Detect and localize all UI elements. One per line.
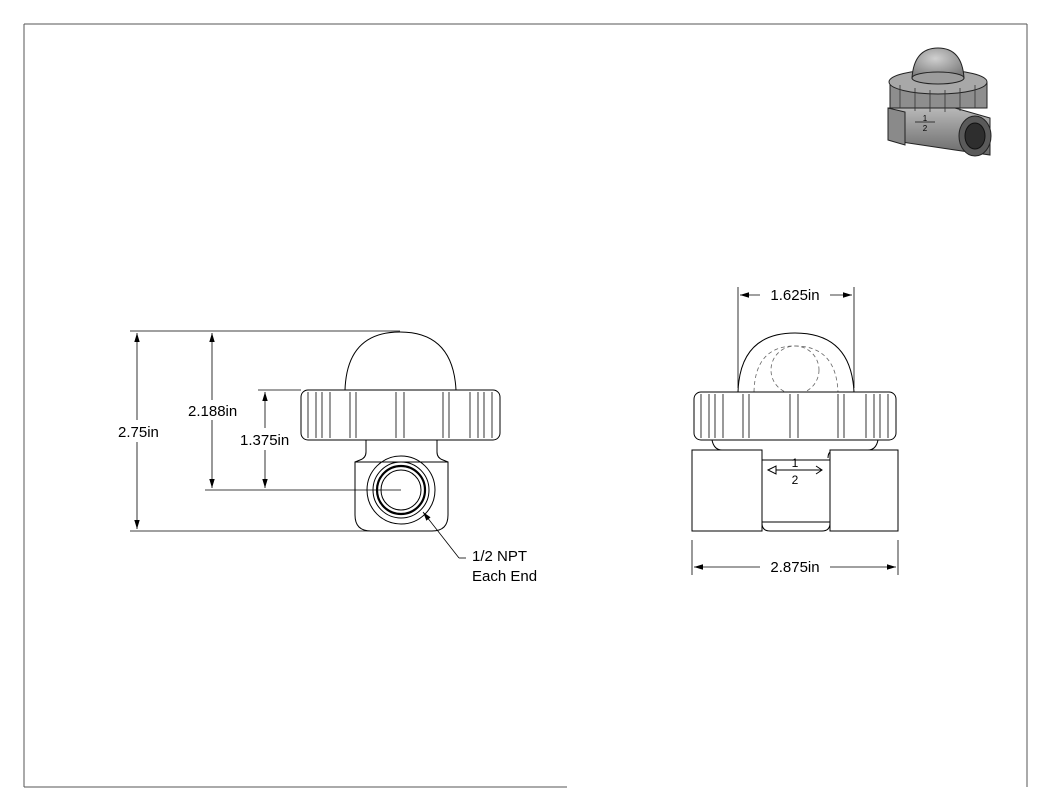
- isometric-view: 1 2: [887, 47, 992, 157]
- sheet-border: [23, 23, 1028, 788]
- npt-callout-line1: 1/2 NPT: [472, 548, 527, 565]
- iso-arrow-top: 1: [923, 114, 928, 123]
- front-dimensions: [130, 330, 466, 559]
- dim-center-to-nut: 1.375in: [240, 432, 289, 449]
- front-view: [300, 331, 501, 532]
- flow-arrow-top-label: 1: [792, 456, 799, 470]
- side-view: [691, 332, 899, 532]
- dim-center-to-top: 2.188in: [188, 403, 237, 420]
- flow-arrow-bottom-label: 2: [792, 473, 799, 487]
- dim-cap-diameter: 1.625in: [770, 287, 819, 304]
- dim-overall-height: 2.75in: [118, 424, 159, 441]
- npt-callout-line2: Each End: [472, 568, 537, 585]
- iso-arrow-bottom: 2: [923, 124, 928, 133]
- dim-overall-length: 2.875in: [770, 559, 819, 576]
- side-dimensions: [691, 287, 899, 575]
